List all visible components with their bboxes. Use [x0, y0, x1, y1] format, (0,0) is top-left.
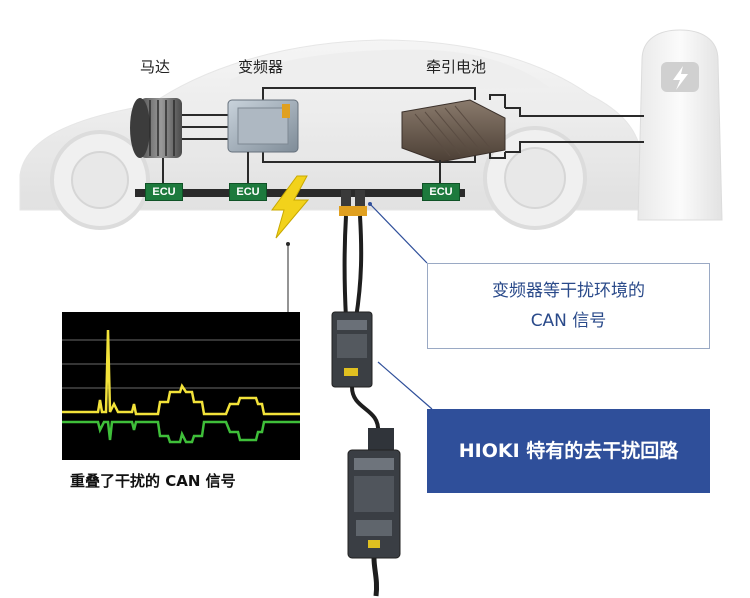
interference-line1: 变频器等干扰环境的 — [492, 281, 645, 301]
lightning-bolt-icon — [673, 66, 688, 90]
ecu-battery: ECU — [422, 183, 460, 201]
ecu-stems — [162, 152, 441, 183]
can-bus — [135, 189, 465, 197]
inverter-label: 变频器 — [238, 58, 284, 76]
lightning-icon — [271, 175, 310, 239]
probe-clips — [339, 190, 367, 216]
ecu-inverter: ECU — [229, 183, 267, 201]
scope-caption: 重叠了干扰的 CAN 信号 — [70, 472, 236, 490]
noisy-signal-scope — [62, 312, 300, 460]
trace-green — [62, 420, 300, 444]
ecu-motor: ECU — [145, 183, 183, 201]
battery-label: 牵引电池 — [426, 58, 487, 76]
charger-station — [637, 29, 723, 221]
motor-label: 马达 — [140, 58, 171, 76]
inverter — [227, 99, 299, 153]
charger-wiring — [505, 107, 644, 153]
logger-output-cable — [371, 557, 380, 597]
pointer-lines — [369, 203, 433, 410]
traction-battery — [401, 99, 506, 163]
scope-waveform — [62, 329, 300, 444]
interference-line2: CAN 信号 — [530, 311, 607, 331]
probe-cables — [342, 215, 364, 319]
motor — [130, 98, 182, 158]
trace-yellow — [62, 329, 300, 416]
logger-unit — [347, 428, 401, 559]
power-wiring — [182, 87, 506, 163]
probe-module — [331, 311, 373, 388]
interference-callout: 变频器等干扰环境的 CAN 信号 — [427, 263, 710, 349]
probe-link-cable — [350, 386, 381, 433]
hioki-callout: HIOKI 特有的去干扰回路 — [427, 409, 710, 493]
car-silhouette — [19, 39, 643, 230]
